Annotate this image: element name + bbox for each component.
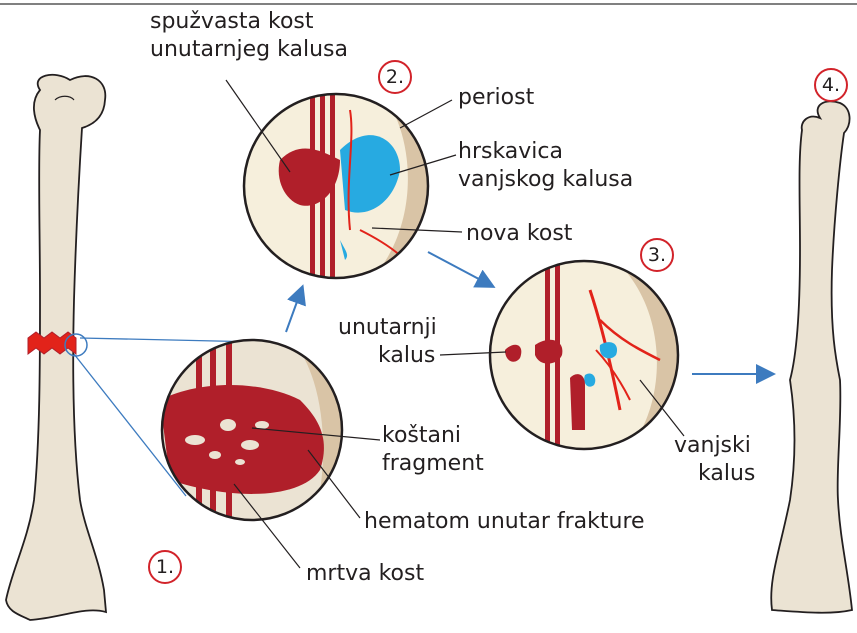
label-dead-bone: mrtva kost (306, 561, 425, 586)
arrow-2-to-3 (427, 251, 496, 288)
healed-femur (770, 100, 853, 614)
label-new-bone: nova kost (466, 221, 573, 246)
zoom-line-bottom (73, 353, 187, 497)
label-periosteum: periost (458, 85, 535, 110)
fractured-femur (5, 73, 108, 621)
step-badge-2: 2. (378, 60, 412, 94)
label-hematoma: hematom unutar frakture (364, 509, 645, 534)
label-external-callus: vanjski kalus (674, 433, 756, 486)
step-badge-1: 1. (148, 550, 182, 584)
label-internal-callus: unutarnji kalus (338, 315, 437, 368)
stage-2-circle (242, 92, 430, 280)
stage-1-circle (160, 338, 344, 522)
step-badge-4: 4. (814, 68, 848, 102)
leader-lines (225, 79, 685, 569)
label-cartilage: hrskavica vanjskog kalusa (458, 139, 634, 192)
arrow-1-to-2 (285, 284, 306, 333)
label-bone-fragment: koštani fragment (382, 423, 484, 476)
step-badge-3: 3. (640, 238, 674, 272)
label-spongy-bone: spužvasta kost unutarnjeg kalusa (150, 9, 348, 62)
stage-3-circle (488, 259, 680, 451)
